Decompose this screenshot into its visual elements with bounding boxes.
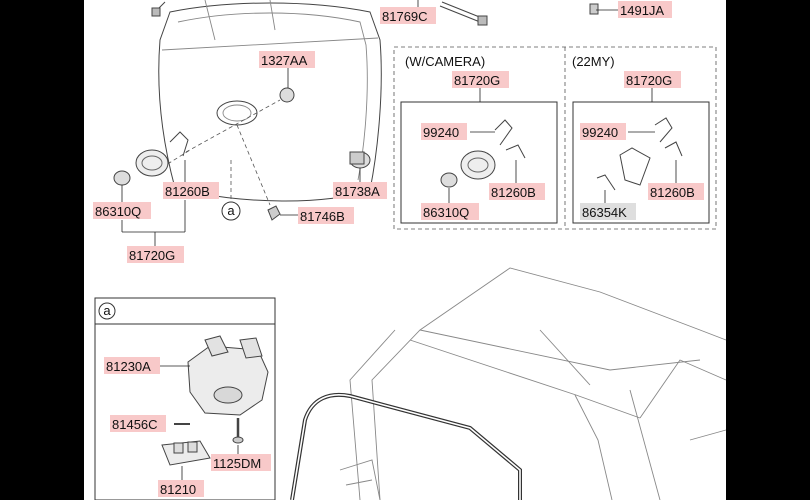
callout-81746b: 81746B: [300, 209, 345, 224]
callout-99240-22my: 99240: [582, 125, 618, 140]
callout-86354k: 86354K: [582, 205, 627, 220]
callout-81738a: 81738A: [335, 184, 380, 199]
emblem-assembly-drawing: [113, 131, 189, 186]
callout-81720g-camera: 81720G: [454, 73, 500, 88]
handle-81738a-drawing: [349, 151, 371, 169]
panel-w-camera: (W/CAMERA) (22MY): [393, 46, 717, 230]
detail-a-marker-label: a: [227, 203, 235, 218]
detail-a-panel-tag: a: [103, 303, 111, 318]
callout-81260b-main: 81260B: [165, 184, 210, 199]
detail-a-marker: a: [221, 201, 241, 221]
bumper-1327aa-drawing: [279, 87, 295, 103]
panel-22my-header: (22MY): [572, 54, 615, 69]
support-rod-drawing: [151, 1, 166, 17]
callout-1327aa: 1327AA: [261, 53, 308, 68]
callout-81720g-main: 81720G: [129, 248, 175, 263]
main-leader-lines: [121, 0, 618, 247]
panel-w-camera-header: (W/CAMERA): [405, 54, 485, 69]
callout-labels: 81769C 1491JA 1327AA 81720G 81720G 99240…: [93, 1, 704, 497]
callout-81456c: 81456C: [112, 417, 158, 432]
vehicle-rear-drawing: [290, 267, 727, 500]
clip-81746b-drawing: [267, 205, 281, 221]
callout-81260b-22my: 81260B: [650, 185, 695, 200]
callout-81769c: 81769C: [382, 9, 428, 24]
callout-1125dm: 1125DM: [213, 456, 261, 471]
callout-1491ja: 1491JA: [620, 3, 664, 18]
callout-86310q-camera: 86310Q: [423, 205, 469, 220]
callout-81720g-22my: 81720G: [626, 73, 672, 88]
gas-lift-drawing: [439, 1, 488, 26]
bolt-1491ja-drawing: [589, 3, 599, 15]
callout-99240-camera: 99240: [423, 125, 459, 140]
callout-81260b-camera: 81260B: [491, 185, 536, 200]
callout-86310q-main: 86310Q: [95, 204, 141, 219]
tailgate-panel-drawing: [158, 0, 382, 202]
callout-81230a: 81230A: [106, 359, 151, 374]
callout-81210: 81210: [160, 482, 196, 497]
